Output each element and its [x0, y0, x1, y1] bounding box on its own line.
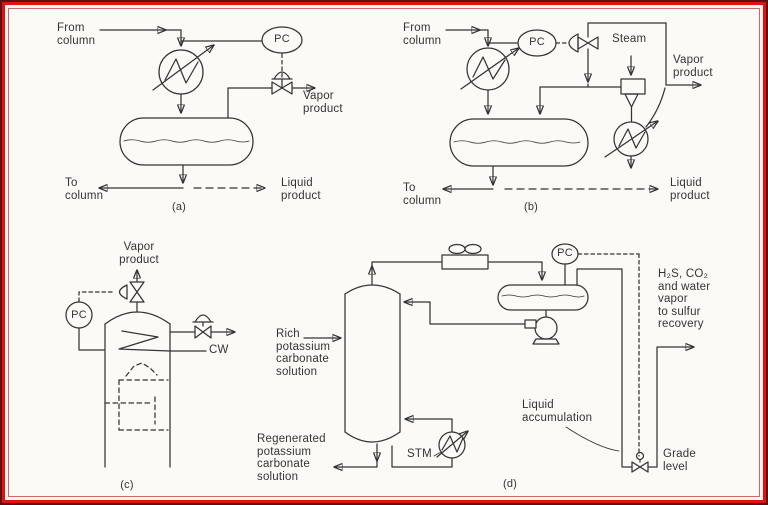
b-pc-label: PC: [529, 36, 545, 48]
d-regenerated-solution-label: Regenerated potassium carbonate solution: [257, 433, 326, 483]
b-vapor-product-label: Vapor product: [673, 54, 713, 79]
column-internals-dashed: [104, 362, 169, 431]
b-to-column-label: To column: [403, 182, 442, 207]
diagram-c: [65, 269, 236, 468]
c-vapor-product-label: Vapor product: [119, 241, 159, 266]
a-liquid-product-label: Liquid product: [281, 177, 321, 202]
column-icon: [104, 311, 171, 468]
d-pc-label: PC: [557, 247, 573, 259]
b-steam-label: Steam: [612, 33, 647, 45]
a-caption: (a): [172, 201, 187, 213]
regenerator-column-icon: [344, 284, 401, 443]
air-cooler-icon: [441, 243, 489, 270]
b-from-column-label: From column: [403, 22, 442, 47]
c-caption: (c): [120, 479, 134, 491]
b-liquid-product-label: Liquid product: [670, 177, 710, 202]
condenser-icon: [604, 121, 658, 169]
reflux-drum-icon: [449, 118, 589, 167]
d-stm-label: STM: [407, 448, 432, 460]
grade-level-valve-icon: [631, 451, 649, 473]
c-pc-label: PC: [71, 309, 87, 321]
internal-condenser-coil-icon: [118, 330, 207, 352]
heat-exchanger-icon: [152, 45, 214, 95]
overhead-drum-icon: [497, 284, 589, 311]
vapor-valve-icon: [118, 281, 145, 303]
b-caption: (b): [524, 201, 539, 213]
d-grade-level-label: Grade level: [663, 448, 696, 473]
liquid-accumulation-pointer: [565, 426, 620, 452]
a-from-column-label: From column: [57, 22, 96, 47]
control-valve-icon: [271, 71, 293, 95]
reboiler-icon: [433, 431, 468, 459]
steam-ejector-icon: [620, 78, 646, 122]
valve-actuator-icon: [568, 33, 579, 53]
c-cw-label: CW: [209, 344, 229, 356]
diagram-b: [442, 22, 702, 189]
a-pc-label: PC: [274, 33, 290, 45]
d-rich-solution-label: Rich potassium carbonate solution: [276, 328, 331, 378]
pressure-controller-icon: [261, 26, 303, 54]
a-vapor-product-label: Vapor product: [303, 90, 343, 115]
diagram-a: [98, 26, 316, 188]
side-control-valve-icon: [192, 314, 214, 339]
reflux-pump-icon: [524, 309, 560, 345]
reflux-drum-icon: [119, 117, 254, 166]
a-to-column-label: To column: [65, 177, 104, 202]
d-liquid-accumulation-label: Liquid accumulation: [522, 399, 593, 424]
d-caption: (d): [502, 478, 518, 490]
heat-exchanger-icon: [460, 48, 519, 91]
diagram-d: [303, 243, 695, 473]
steam-valve-icon: [577, 36, 599, 50]
d-overhead-destination-label: H₂S, CO₂ and water vapor to sulfur recov…: [658, 268, 711, 330]
